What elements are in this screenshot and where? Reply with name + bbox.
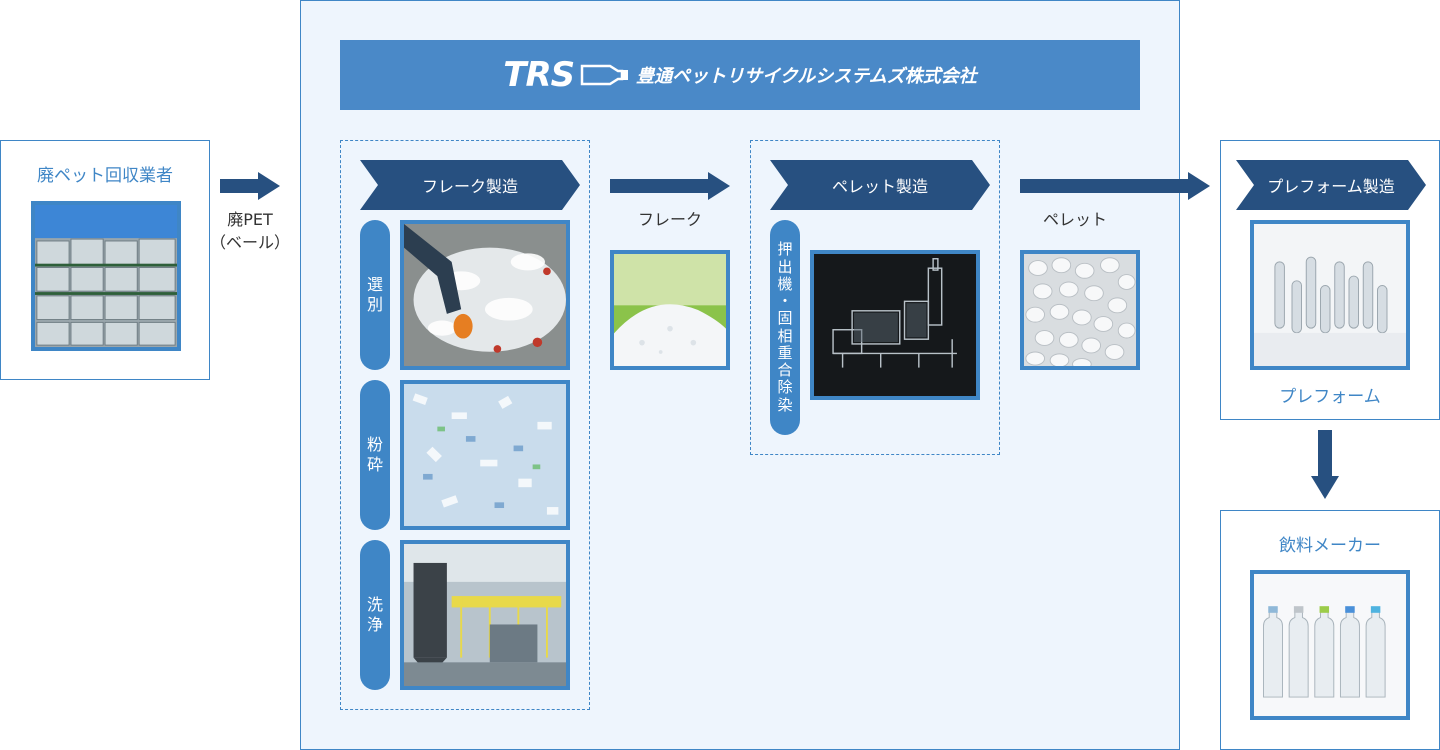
step-extrusion-label: 押 出 機 ・ 固 相 重 合 除 染 [770,220,800,435]
pellet-process-group [750,140,1000,455]
step-sorting-label: 選 別 [360,220,390,370]
crushing-photo [400,380,570,530]
arrow-flake-head [708,172,730,200]
washing-photo [400,540,570,690]
step-washing-label: 洗 浄 [360,540,390,690]
collector-title: 廃ペット回収業者 [37,166,173,186]
sorting-photo [400,220,570,370]
pellet-photo [1020,250,1140,370]
step-crushing-label: 粉 砕 [360,380,390,530]
company-banner: TRS 豊通ペットリサイクルシステムズ株式会社 [340,40,1140,110]
flake-process-title: フレーク製造 [360,160,580,210]
arrow-bales [220,179,258,193]
trs-logo: TRS [503,55,575,95]
pellet-process-title: ペレット製造 [770,160,990,210]
company-name: 豊通ペットリサイクルシステムズ株式会社 [636,66,977,87]
bales-label-1: 廃PET [227,210,273,229]
preform-photo [1250,220,1410,370]
arrow-down-head [1311,476,1339,499]
flake-process-group [340,140,590,710]
preform-caption: プレフォーム [1279,387,1381,407]
arrow-flake [610,179,708,193]
arrow-pellet [1020,179,1188,193]
pellet-label: ペレット [1042,210,1107,229]
bales-label-2: （ベール） [209,233,290,252]
bottle-icon [580,64,629,86]
flake-photo [610,250,730,370]
arrow-down [1318,430,1332,478]
beverage-maker-title: 飲料メーカー [1279,536,1381,556]
extruder-photo [810,250,980,400]
flake-label: フレーク [637,210,702,229]
bottles-photo [1250,570,1410,720]
preform-process-title: プレフォーム製造 [1236,160,1426,210]
bales-photo [31,201,181,351]
arrow-bales-head [258,172,280,200]
arrow-pellet-head [1188,172,1210,200]
collector-box: 廃ペット回収業者 [0,140,210,380]
